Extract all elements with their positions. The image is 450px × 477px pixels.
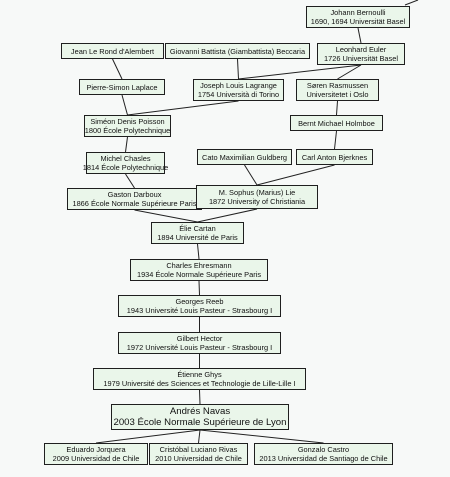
node-guldberg: Cato Maximilian Guldberg: [197, 149, 292, 165]
node-detail: 1814 École Polytechnique: [82, 163, 169, 172]
node-name: Siméon Denis Poisson: [90, 117, 165, 126]
node-holmboe: Bernt Michael Holmboe: [290, 115, 383, 131]
node-detail: 2003 École Normale Supérieure de Lyon: [113, 417, 287, 428]
node-name: Charles Ehresmann: [166, 261, 232, 270]
node-detail: 2013 Universidad de Santiago de Chile: [259, 454, 388, 463]
edge-euler-rasmussen: [337, 64, 362, 80]
node-detail: 2010 Universidad de Chile: [155, 454, 242, 463]
edge-navas-castro: [199, 429, 324, 444]
node-name: Cristóbal Luciano Rivas: [159, 445, 238, 454]
node-detail: 1872 University of Christiania: [208, 197, 306, 206]
node-laplace: Pierre-Simon Laplace: [79, 79, 165, 95]
edge-dalembert-laplace: [112, 58, 123, 80]
node-name: Johann Bernoulli: [330, 8, 386, 17]
node-name: Élie Cartan: [179, 224, 216, 233]
node-name: Carl Anton Bjerknes: [301, 152, 368, 162]
node-detail: 1754 Università di Torino: [197, 90, 280, 99]
node-name: Joseph Louis Lagrange: [200, 81, 277, 90]
node-detail: 1979 Université des Sciences et Technolo…: [103, 379, 296, 388]
edge-guldberg-lie: [244, 164, 258, 186]
node-name: Andrés Navas: [169, 406, 231, 417]
node-bjerknes: Carl Anton Bjerknes: [296, 149, 373, 165]
node-name: Giovanni Battista (Giambattista) Beccari…: [169, 46, 306, 56]
node-name: Michel Chasles: [100, 154, 151, 163]
edge-cartan-ehresmann: [197, 243, 200, 260]
edge-bjerknes-lie: [256, 164, 335, 186]
edge-navas-rivas: [198, 429, 201, 444]
node-detail: 1934 École Normale Supérieure Paris: [136, 270, 262, 279]
edge-navas-jorquera: [95, 429, 201, 444]
node-name: Gonzalo Castro: [297, 445, 350, 454]
edge-ghys-navas: [199, 389, 201, 405]
node-detail: 1690, 1694 Universität Basel: [310, 17, 406, 26]
edge-beccaria-lagrange: [237, 58, 239, 80]
node-detail: 1866 École Normale Supérieure Paris: [72, 199, 197, 208]
edge-lie-cartan: [197, 208, 258, 223]
edge-ehresmann-reeb: [198, 280, 200, 296]
edge-laplace-poisson: [121, 94, 128, 116]
edge-holmboe-bjerknes: [334, 130, 337, 150]
node-name: Étienne Ghys: [177, 370, 222, 379]
node-name: Eduardo Jorquera: [66, 445, 126, 454]
edge-bernoulli-euler: [357, 27, 362, 44]
edge-darboux-cartan: [134, 209, 198, 223]
node-name: Gilbert Hector: [176, 334, 223, 343]
node-name: Bernt Michael Holmboe: [298, 118, 375, 128]
edge-euler-lagrange: [238, 64, 362, 80]
node-name: Leonhard Euler: [335, 45, 387, 54]
node-detail: 1726 Universität Basel: [324, 54, 398, 63]
node-name: Søren Rasmussen: [306, 81, 369, 90]
edge-lagrange-poisson: [127, 100, 239, 116]
node-name: Georges Reeb: [175, 297, 224, 306]
node-detail: 1943 Université Louis Pasteur - Strasbou…: [126, 306, 273, 315]
node-name: M. Sophus (Marius) Lie: [218, 188, 296, 197]
node-beccaria: Giovanni Battista (Giambattista) Beccari…: [165, 43, 310, 59]
node-dalembert: Jean Le Rond d'Alembert: [61, 43, 164, 59]
node-detail: 1894 Université de Paris: [157, 233, 238, 242]
node-name: Cato Maximilian Guldberg: [201, 152, 288, 162]
edge-rasmussen-holmboe: [336, 100, 338, 116]
node-detail: 1972 Université Louis Pasteur - Strasbou…: [126, 343, 273, 352]
node-name: Pierre-Simon Laplace: [86, 82, 158, 92]
node-name: Gaston Darboux: [107, 190, 162, 199]
node-detail: Universitetet i Oslo: [306, 90, 369, 99]
edge-chasles-darboux: [125, 173, 135, 189]
edge-poisson-chasles: [125, 136, 128, 153]
node-name: Jean Le Rond d'Alembert: [70, 46, 155, 56]
node-detail: 1800 École Polytechnique: [84, 126, 171, 135]
edge-incoming-bernoulli: [404, 0, 419, 6]
node-detail: 2009 Universidad de Chile: [52, 454, 140, 463]
